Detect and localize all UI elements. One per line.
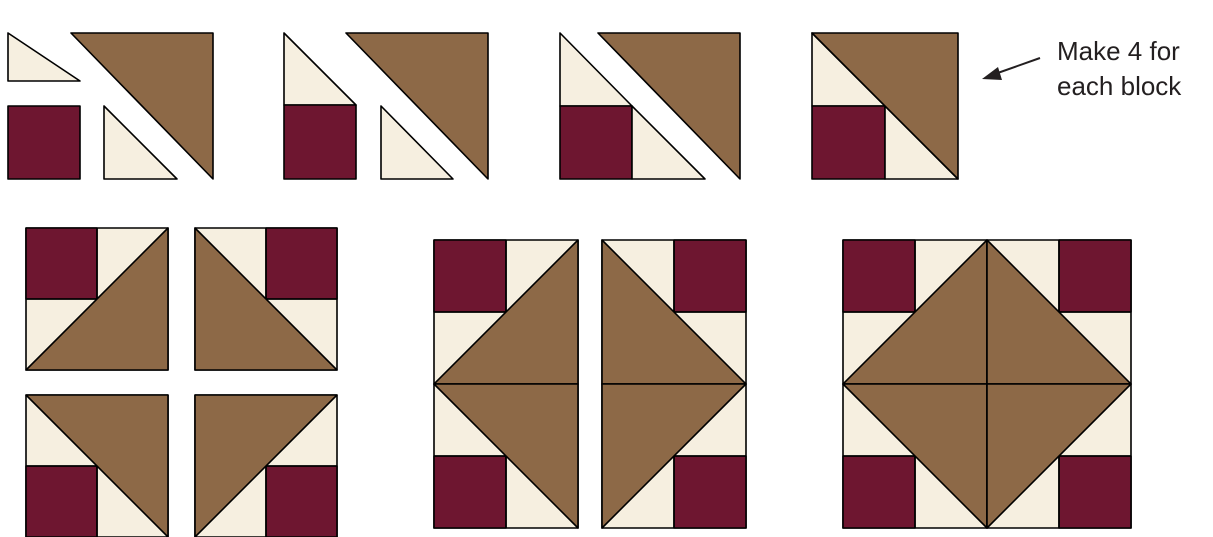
group1-unit-tl-maroon-square (26, 228, 97, 299)
note-line-1: Make 4 for (1057, 34, 1181, 69)
step2-square (284, 105, 356, 179)
make-four-note: Make 4 for each block (1057, 34, 1181, 104)
arrow-left-icon (982, 58, 1040, 80)
block-unit-bl-maroon-square (843, 456, 915, 528)
group1-unit-br-maroon-square (266, 466, 337, 537)
group2-unit-br-maroon-square (674, 456, 746, 528)
step4-square (812, 106, 885, 179)
step2-small-triangle-a (284, 33, 356, 105)
group2-unit-tr-maroon-square (674, 240, 746, 312)
block-unit-br-maroon-square (1059, 456, 1131, 528)
step1-small-triangle-a (8, 33, 80, 81)
group1-unit-bl-maroon-square (26, 466, 97, 537)
block-unit-tr-maroon-square (1059, 240, 1131, 312)
group1-unit-tr-maroon-square (266, 228, 337, 299)
note-line-2: each block (1057, 69, 1181, 104)
step3-square (560, 106, 632, 179)
group2-unit-bl-maroon-square (434, 456, 506, 528)
block-unit-tl-maroon-square (843, 240, 915, 312)
step1-square (8, 106, 80, 179)
group2-unit-tl-maroon-square (434, 240, 506, 312)
